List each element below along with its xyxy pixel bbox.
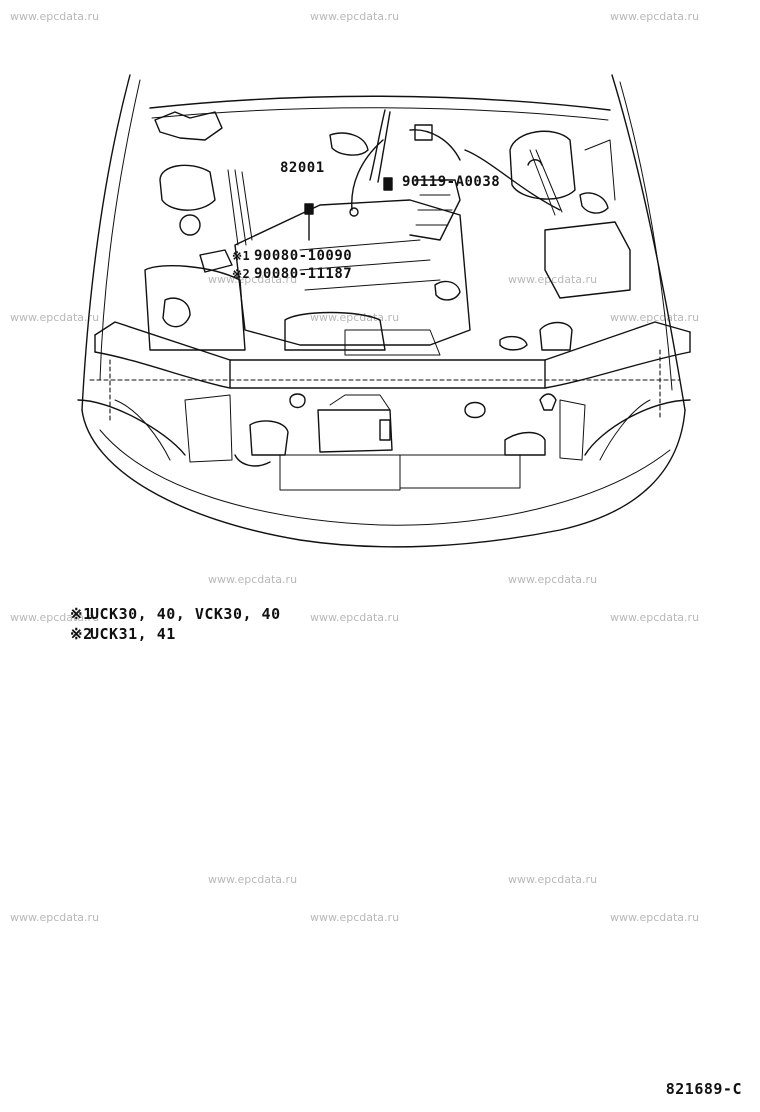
legend-text: UCK30, 40, VCK30, 40 xyxy=(90,605,281,623)
watermark: www.epcdata.ru xyxy=(610,10,700,23)
legend-text: UCK31, 41 xyxy=(90,625,176,643)
watermark: www.epcdata.ru xyxy=(10,611,100,624)
watermark: www.epcdata.ru xyxy=(610,611,700,624)
legend-mark: ※1 xyxy=(70,605,93,623)
watermark: www.epcdata.ru xyxy=(208,873,298,886)
callout-90080-11187: 90080-11187 xyxy=(254,266,353,282)
watermark: www.epcdata.ru xyxy=(208,573,298,586)
watermark: www.epcdata.ru xyxy=(310,311,400,324)
watermark: www.epcdata.ru xyxy=(10,311,100,324)
watermark: www.epcdata.ru xyxy=(310,611,400,624)
callout-82001: 82001 xyxy=(280,160,325,176)
watermark: www.epcdata.ru xyxy=(508,873,598,886)
watermark: www.epcdata.ru xyxy=(610,911,700,924)
callout-90080-10090: 90080-10090 xyxy=(254,248,353,264)
watermark: www.epcdata.ru xyxy=(508,573,598,586)
watermark: www.epcdata.ru xyxy=(10,10,100,23)
legend-item: ※1UCK30, 40, VCK30, 40 xyxy=(70,605,281,623)
legend-mark: ※2 xyxy=(70,625,93,643)
callout-90119: 90119-A0038 xyxy=(402,174,501,190)
watermark: www.epcdata.ru xyxy=(508,273,598,286)
callout-mark-2: ※2 xyxy=(232,267,251,281)
legend-item: ※2UCK31, 41 xyxy=(70,625,176,643)
callout-mark-1: ※1 xyxy=(232,249,251,263)
diagram-id: 821689-C xyxy=(665,1080,742,1098)
watermark: www.epcdata.ru xyxy=(10,911,100,924)
watermark: www.epcdata.ru xyxy=(610,311,700,324)
watermark: www.epcdata.ru xyxy=(310,10,400,23)
watermark: www.epcdata.ru xyxy=(310,911,400,924)
engine-bay-illustration xyxy=(77,74,691,548)
